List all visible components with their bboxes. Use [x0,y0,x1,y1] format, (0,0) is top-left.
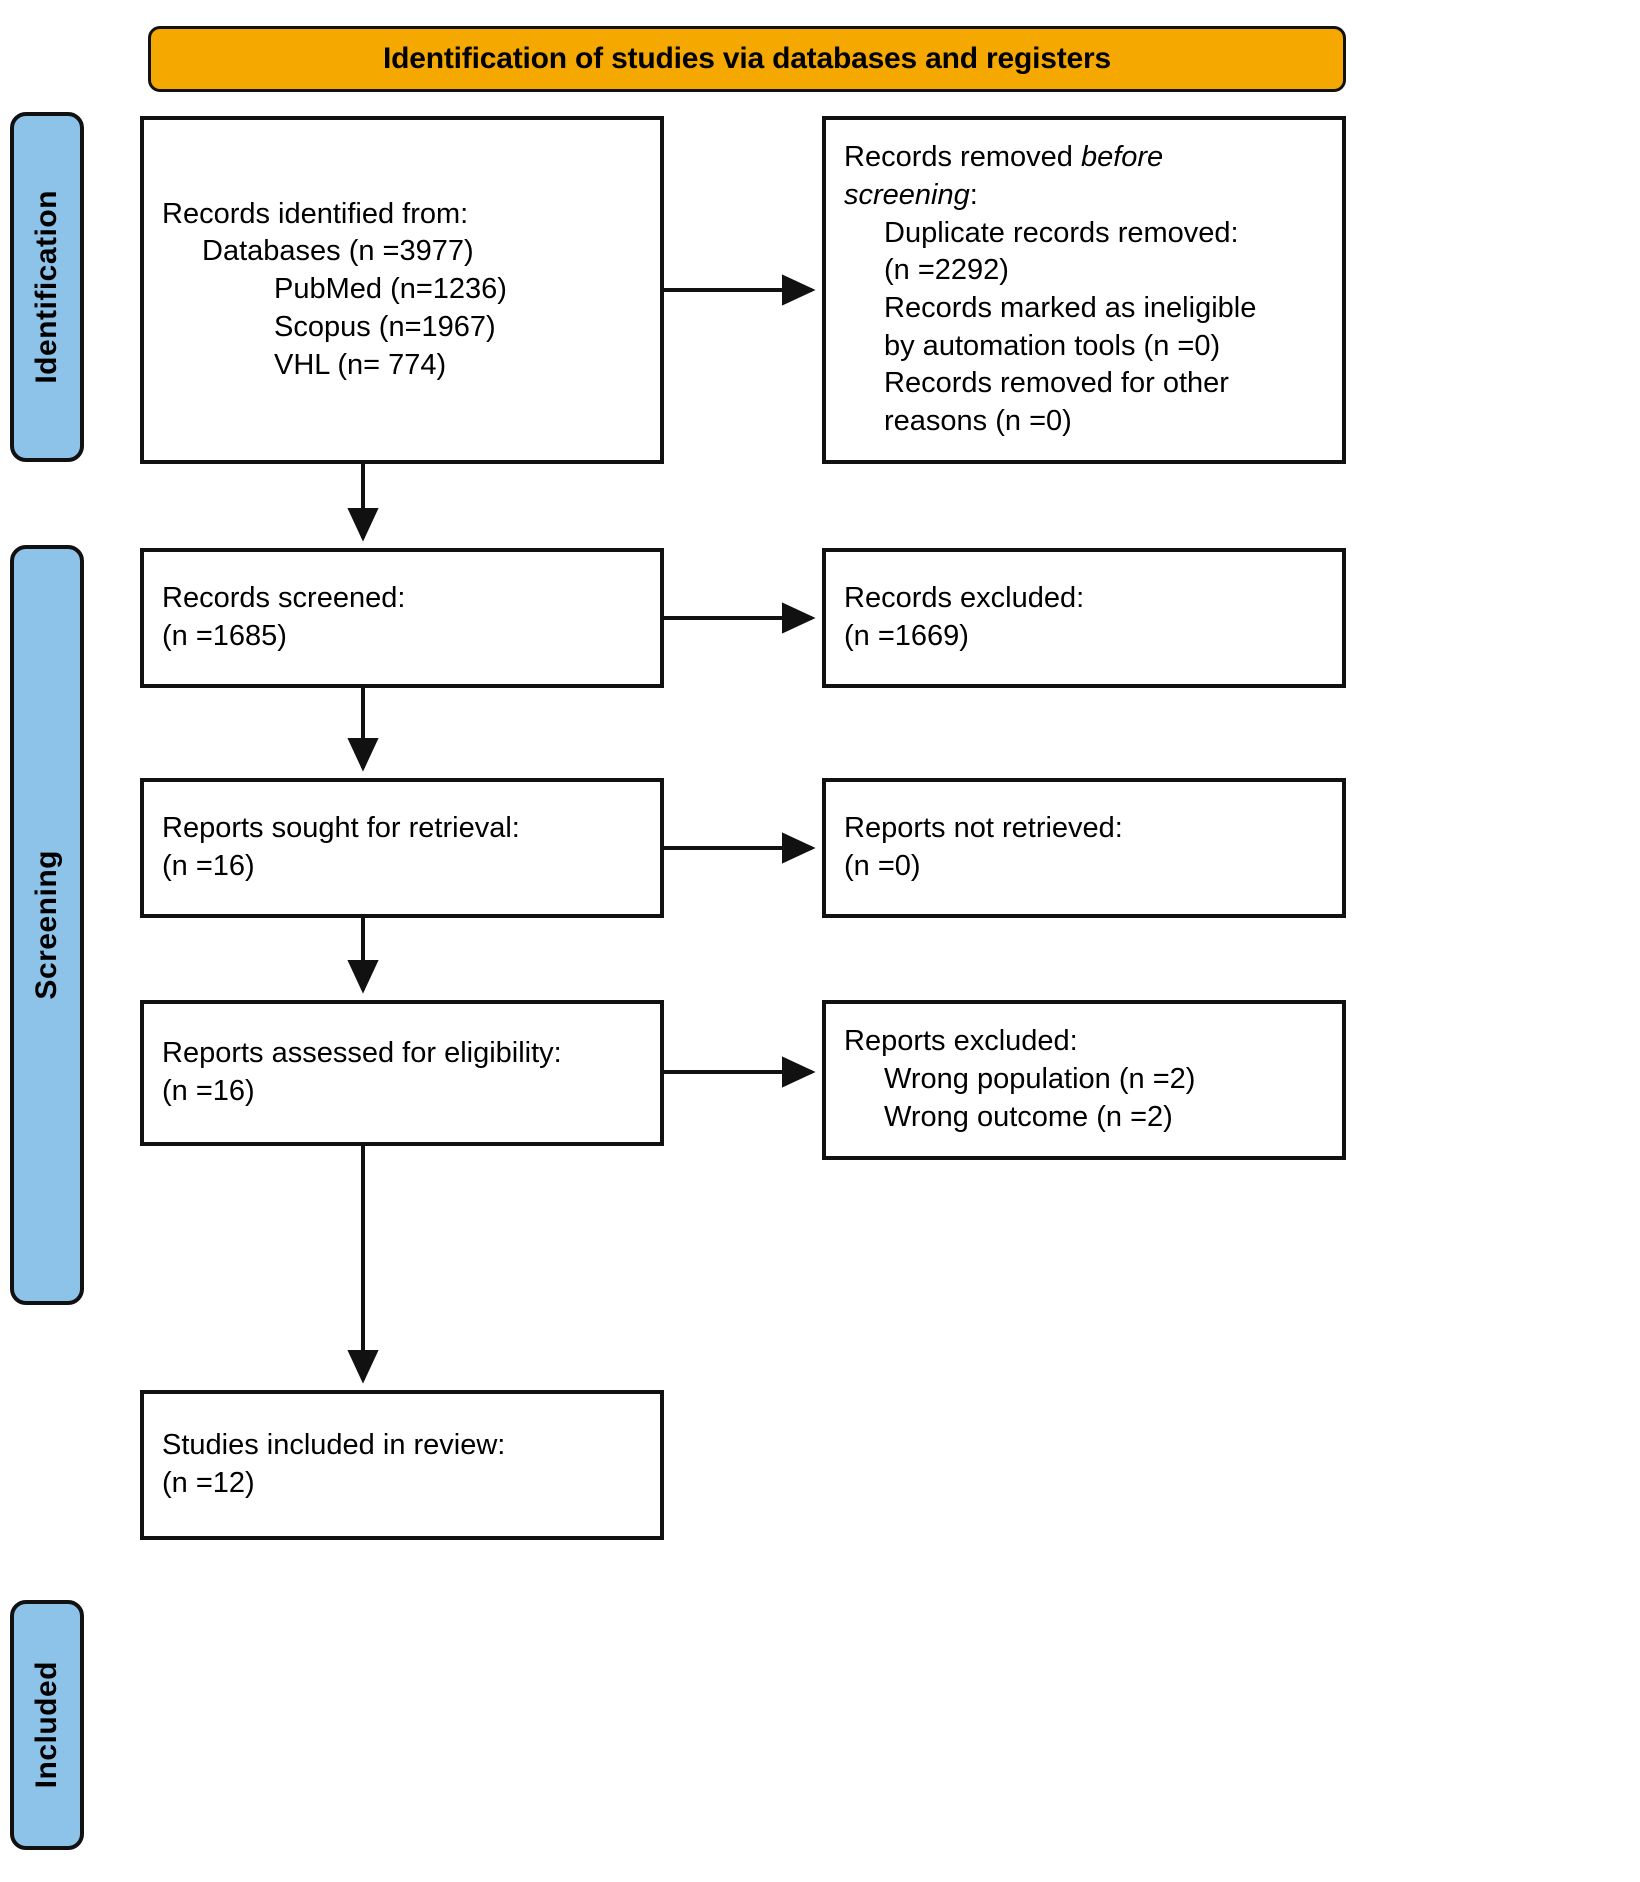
records-screened-line-0: Records screened: [162,582,406,615]
records-removed-line-6: Records removed for other [884,367,1229,400]
records-removed-line-1: screening: [844,177,1324,215]
records-removed-line-4: Records marked as ineligible [884,292,1257,324]
banner-identification-title: Identification of studies via databases … [148,26,1346,92]
reports-excluded-line-2: Wrong outcome (n =2) [884,1100,1173,1133]
records-identified-line-3: Scopus (n=1967) [274,310,496,343]
stage-tab-identification-label: Identification [30,190,63,384]
records-excluded-box: Records excluded: (n =1669) [822,548,1346,688]
reports-not-retrieved-line-1: (n =0) [844,850,921,882]
reports-sought-line-1: (n =16) [162,850,255,882]
stage-tab-screening: Screening [10,545,84,1305]
reports-not-retrieved-line-0: Reports not retrieved: [844,812,1123,845]
records-screened-box: Records screened: (n =1685) [140,548,664,688]
records-removed-prefix: Records removed [844,141,1081,174]
records-removed-line-5: by automation tools (n =0) [884,329,1221,362]
records-identified-line-1: Databases (n =3977) [202,235,474,268]
stage-tab-included-label: Included [30,1661,63,1789]
stage-tab-included: Included [10,1600,84,1850]
records-screened-line-1: (n =1685) [162,620,287,652]
reports-assessed-box: Reports assessed for eligibility: (n =16… [140,1000,664,1146]
reports-excluded-box: Reports excluded: Wrong population (n =2… [822,1000,1346,1160]
reports-excluded-line-0: Reports excluded: [844,1025,1078,1058]
records-removed-before-word: before [1080,141,1164,174]
reports-excluded-line-1: Wrong population (n =2) [884,1063,1196,1096]
records-removed-colon: : [969,178,978,211]
records-identified-line-2: PubMed (n=1236) [274,273,507,306]
records-removed-line-0: Records removed before [844,139,1324,177]
reports-assessed-line-0: Reports assessed for eligibility: [162,1037,562,1070]
stage-tab-screening-label: Screening [30,850,63,1000]
records-excluded-line-1: (n =1669) [844,620,969,652]
studies-included-box: Studies included in review: (n =12) [140,1390,664,1540]
records-removed-box: Records removed before screening: Duplic… [822,116,1346,464]
records-identified-line-0: Records identified from: [162,197,469,230]
reports-sought-box: Reports sought for retrieval: (n =16) [140,778,664,918]
records-removed-line-2: Duplicate records removed: [884,216,1239,249]
records-removed-screening-word: screening [844,178,970,211]
records-removed-line-3: (n =2292) [884,254,1009,287]
records-excluded-line-0: Records excluded: [844,582,1085,615]
records-identified-line-4: VHL (n= 774) [274,348,447,381]
studies-included-line-0: Studies included in review: [162,1429,506,1462]
stage-tab-identification: Identification [10,112,84,462]
reports-sought-line-0: Reports sought for retrieval: [162,812,520,845]
reports-assessed-line-1: (n =16) [162,1075,255,1107]
reports-not-retrieved-box: Reports not retrieved: (n =0) [822,778,1346,918]
studies-included-line-1: (n =12) [162,1467,255,1499]
records-removed-line-7: reasons (n =0) [884,405,1072,438]
banner-title-text: Identification of studies via databases … [383,42,1111,75]
records-identified-box: Records identified from: Databases (n =3… [140,116,664,464]
